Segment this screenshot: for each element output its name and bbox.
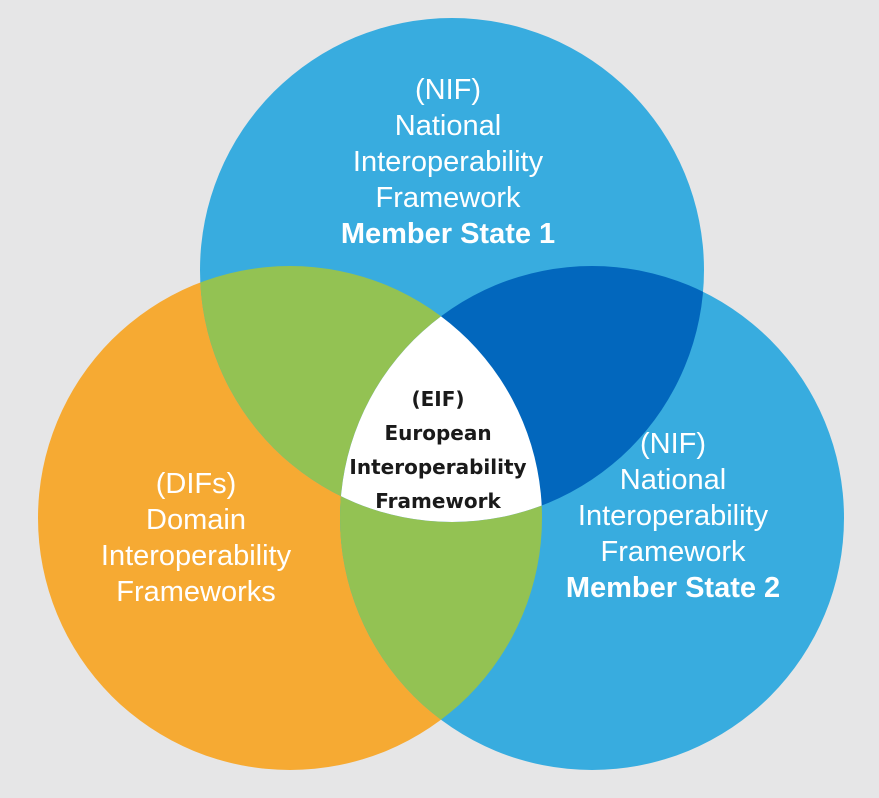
ms2-line1: National <box>619 464 727 496</box>
label-domain: (DIFs) Domain Interoperability Framework… <box>46 466 346 610</box>
label-center-eif: (EIF) European Interoperability Framewor… <box>338 382 538 518</box>
eif-line1: European <box>384 421 492 445</box>
ms2-line3: Framework <box>600 536 746 568</box>
ms2-emphasis: Member State 2 <box>565 572 781 604</box>
dif-abbr: (DIFs) <box>155 468 237 500</box>
label-member-state-1: (NIF) National Interoperability Framewor… <box>298 72 598 252</box>
eif-line3: Framework <box>375 489 501 513</box>
dif-line3: Frameworks <box>116 576 276 608</box>
eif-line2: Interoperability <box>349 455 527 479</box>
ms1-line1: National <box>394 110 502 142</box>
ms1-emphasis: Member State 1 <box>340 218 556 250</box>
label-member-state-2: (NIF) National Interoperability Framewor… <box>523 426 823 606</box>
ms2-line2: Interoperability <box>577 500 769 532</box>
overlap-center-eif <box>340 266 542 522</box>
ms1-line2: Interoperability <box>352 146 544 178</box>
dif-line2: Interoperability <box>100 540 292 572</box>
ms1-abbr: (NIF) <box>414 74 482 106</box>
dif-line1: Domain <box>146 504 246 536</box>
eif-abbr: (EIF) <box>411 387 465 411</box>
ms1-line3: Framework <box>375 182 521 214</box>
ms2-abbr: (NIF) <box>639 428 707 460</box>
